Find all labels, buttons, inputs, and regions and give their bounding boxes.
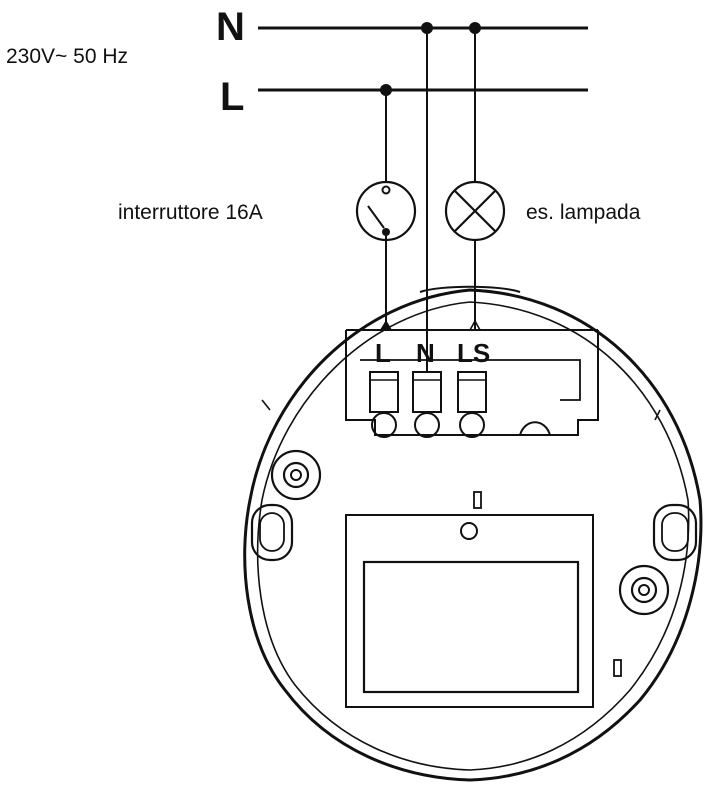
terminal-label-n: N [416, 338, 435, 368]
round-sensor-base-icon [243, 285, 703, 782]
lamp-symbol-icon [444, 28, 506, 331]
switch-label: interruttore 16A [118, 201, 263, 224]
terminal-label-ls: LS [457, 338, 490, 368]
neutral-label: N [216, 5, 245, 49]
lamp-label: es. lampada [526, 201, 641, 224]
switch-symbol-icon [355, 90, 417, 330]
line-label: L [220, 75, 244, 119]
voltage-label: 230V~ 50 Hz [6, 45, 128, 68]
terminal-label-l: L [375, 338, 391, 368]
